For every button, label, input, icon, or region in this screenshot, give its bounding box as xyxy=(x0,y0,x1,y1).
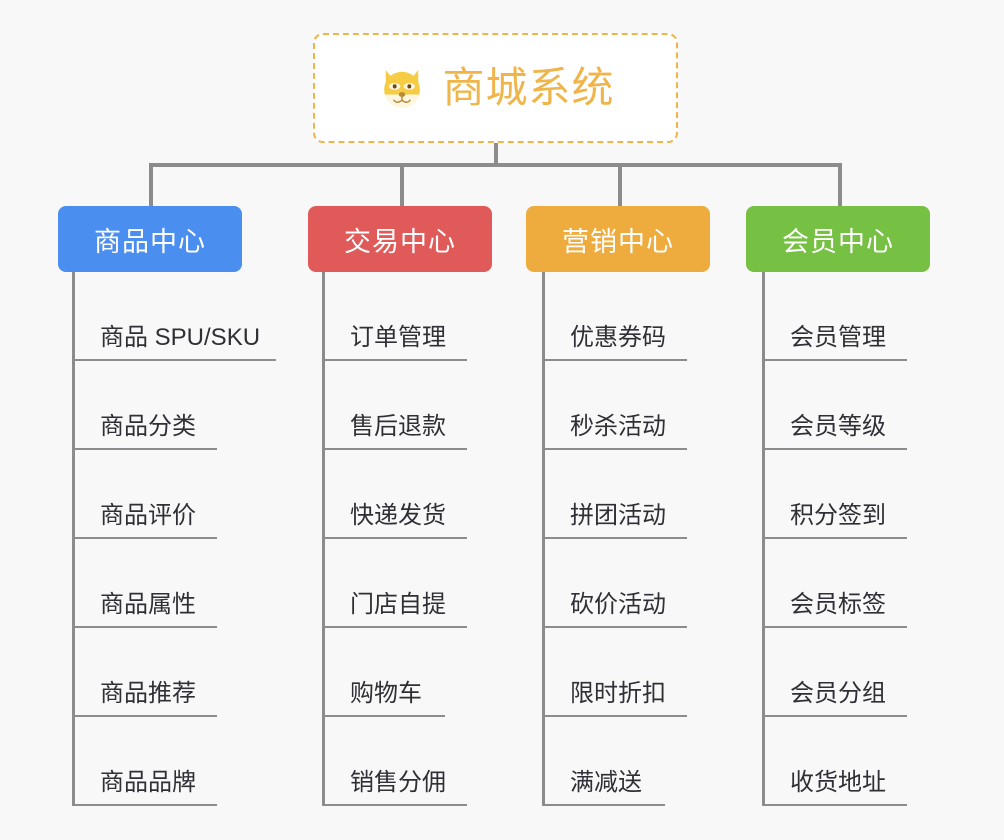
branch-item-underline: 拼团活动 xyxy=(542,502,687,539)
branch-item[interactable]: 会员等级 xyxy=(762,361,907,450)
branch-item[interactable]: 门店自提 xyxy=(322,539,467,628)
category-box-3[interactable]: 会员中心 xyxy=(746,206,930,272)
branch-item-underline: 会员等级 xyxy=(762,413,907,450)
branch-item[interactable]: 拼团活动 xyxy=(542,450,687,539)
category-label: 交易中心 xyxy=(344,226,456,257)
branch-item-label: 销售分佣 xyxy=(350,769,446,797)
branch-item-underline: 门店自提 xyxy=(322,591,467,628)
bus-drop-line-3 xyxy=(838,163,842,208)
branch-item[interactable]: 销售分佣 xyxy=(322,717,467,806)
branch-item-label: 满减送 xyxy=(570,769,642,797)
root-stem-line xyxy=(494,143,498,165)
branch-item-label: 商品属性 xyxy=(100,591,196,619)
branch-item-label: 商品评价 xyxy=(100,502,196,530)
branch-item-underline: 销售分佣 xyxy=(322,769,467,806)
branch-item-label: 商品推荐 xyxy=(100,680,196,708)
branch-item[interactable]: 砍价活动 xyxy=(542,539,687,628)
branch-trunk-line xyxy=(542,272,545,806)
branch-item-underline: 商品属性 xyxy=(72,591,217,628)
branch-item-label: 砍价活动 xyxy=(570,591,666,619)
branch-item-label: 商品 SPU/SKU xyxy=(100,324,261,352)
branch-item[interactable]: 收货地址 xyxy=(762,717,907,806)
branch-item-label: 快递发货 xyxy=(350,502,446,530)
category-box-2[interactable]: 营销中心 xyxy=(526,206,710,272)
branch-item-label: 拼团活动 xyxy=(570,502,666,530)
branch-item[interactable]: 商品属性 xyxy=(72,539,217,628)
branch-item[interactable]: 订单管理 xyxy=(322,272,467,361)
branch-item[interactable]: 商品品牌 xyxy=(72,717,217,806)
branch-trunk-line xyxy=(72,272,75,806)
branch-item-underline: 商品分类 xyxy=(72,413,217,450)
branch-trunk-line xyxy=(762,272,765,806)
category-box-0[interactable]: 商品中心 xyxy=(58,206,242,272)
branch-item-label: 门店自提 xyxy=(350,591,446,619)
branch-item[interactable]: 商品评价 xyxy=(72,450,217,539)
branch-item[interactable]: 秒杀活动 xyxy=(542,361,687,450)
branch-item[interactable]: 快递发货 xyxy=(322,450,467,539)
branch-item-underline: 收货地址 xyxy=(762,769,907,806)
branch-item-underline: 商品推荐 xyxy=(72,680,217,717)
branch-item-underline: 会员管理 xyxy=(762,324,907,361)
branch-item[interactable]: 商品推荐 xyxy=(72,628,217,717)
branch-item-label: 会员标签 xyxy=(790,591,886,619)
category-label: 营销中心 xyxy=(562,226,674,257)
branch-item-underline: 商品品牌 xyxy=(72,769,217,806)
branch-item[interactable]: 会员分组 xyxy=(762,628,907,717)
branch-item-underline: 优惠券码 xyxy=(542,324,687,361)
branch-item[interactable]: 积分签到 xyxy=(762,450,907,539)
root-title: 商城系统 xyxy=(442,64,615,111)
bus-drop-line-2 xyxy=(618,163,622,208)
branch-item[interactable]: 购物车 xyxy=(322,628,445,717)
branch-item[interactable]: 商品 SPU/SKU xyxy=(72,272,276,361)
root-node[interactable]: 商城系统 xyxy=(313,33,678,143)
branch-item-underline: 秒杀活动 xyxy=(542,413,687,450)
category-label: 会员中心 xyxy=(782,226,894,257)
branch-item-label: 购物车 xyxy=(350,680,422,708)
branch-item-underline: 积分签到 xyxy=(762,502,907,539)
branch-item-label: 商品品牌 xyxy=(100,769,196,797)
branch-item-label: 会员分组 xyxy=(790,680,886,708)
branch-item-label: 收货地址 xyxy=(790,769,886,797)
branch-item-label: 限时折扣 xyxy=(570,680,666,708)
branch-item-underline: 砍价活动 xyxy=(542,591,687,628)
branch-item-underline: 会员标签 xyxy=(762,591,907,628)
category-label: 商品中心 xyxy=(94,226,206,257)
category-bus-line xyxy=(149,163,842,167)
bus-drop-line-0 xyxy=(149,163,153,208)
branch-item[interactable]: 优惠券码 xyxy=(542,272,687,361)
bus-drop-line-1 xyxy=(400,163,404,208)
category-box-1[interactable]: 交易中心 xyxy=(308,206,492,272)
branch-item[interactable]: 商品分类 xyxy=(72,361,217,450)
branch-item-label: 售后退款 xyxy=(350,413,446,441)
branch-trunk-line xyxy=(322,272,325,806)
branch-item-label: 秒杀活动 xyxy=(570,413,666,441)
branch-item[interactable]: 会员管理 xyxy=(762,272,907,361)
branch-item-label: 订单管理 xyxy=(350,324,446,352)
branch-item-underline: 商品评价 xyxy=(72,502,217,539)
branch-item-underline: 会员分组 xyxy=(762,680,907,717)
branch-item-label: 商品分类 xyxy=(100,413,196,441)
branch-item-underline: 快递发货 xyxy=(322,502,467,539)
dog-face-icon xyxy=(384,70,421,110)
branch-item[interactable]: 会员标签 xyxy=(762,539,907,628)
branch-item-label: 积分签到 xyxy=(790,502,886,530)
branch-item-underline: 满减送 xyxy=(542,769,665,806)
branch-item[interactable]: 满减送 xyxy=(542,717,665,806)
branch-item-underline: 商品 SPU/SKU xyxy=(72,324,276,361)
branch-item-underline: 订单管理 xyxy=(322,324,467,361)
branch-item-underline: 售后退款 xyxy=(322,413,467,450)
branch-item[interactable]: 售后退款 xyxy=(322,361,467,450)
branch-item-label: 优惠券码 xyxy=(570,324,666,352)
branch-item[interactable]: 限时折扣 xyxy=(542,628,687,717)
branch-item-underline: 限时折扣 xyxy=(542,680,687,717)
branch-item-underline: 购物车 xyxy=(322,680,445,717)
branch-item-label: 会员管理 xyxy=(790,324,886,352)
branch-item-label: 会员等级 xyxy=(790,413,886,441)
